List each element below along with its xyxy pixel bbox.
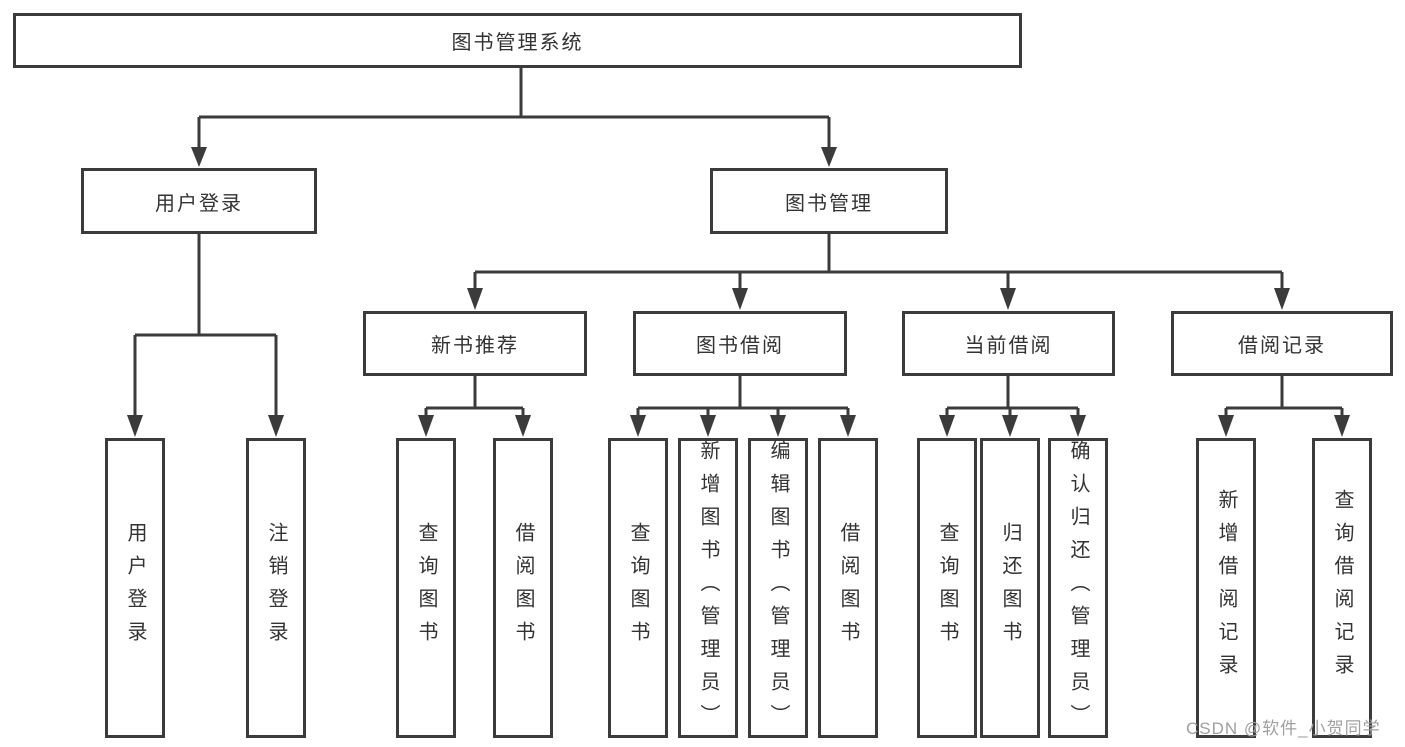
leaf-label: 新增图书（管理员）: [697, 439, 719, 737]
watermark-text: CSDN @软件_小贺同学: [1186, 719, 1381, 738]
leaf-label: 查询图书: [415, 522, 437, 654]
leaf-query-books-recommend: 查询图书: [396, 438, 456, 738]
leaf-label: 查询图书: [936, 522, 958, 654]
leaf-query-books-borrowing: 查询图书: [608, 438, 668, 738]
leaf-label: 借阅图书: [837, 522, 859, 654]
leaf-label: 新增借阅记录: [1215, 489, 1237, 687]
node-book-management: 图书管理: [710, 168, 948, 234]
leaf-logout: 注销登录: [246, 438, 306, 738]
node-label: 图书管理: [785, 192, 873, 215]
leaf-confirm-return-admin: 确认归还（管理员）: [1048, 438, 1108, 738]
leaf-label: 用户登录: [124, 522, 146, 654]
node-label: 图书借阅: [696, 335, 784, 357]
node-borrowing-records: 借阅记录: [1171, 311, 1393, 376]
node-user-login: 用户登录: [81, 168, 317, 234]
leaf-query-books-current: 查询图书: [917, 438, 977, 738]
node-book-borrowing: 图书借阅: [633, 311, 847, 376]
node-label: 借阅记录: [1238, 335, 1326, 357]
leaf-borrow-books-recommend: 借阅图书: [493, 438, 553, 738]
node-book-management-system: 图书管理系统: [13, 13, 1022, 68]
leaf-query-borrow-record: 查询借阅记录: [1312, 438, 1372, 738]
leaf-user-login: 用户登录: [105, 438, 165, 738]
node-current-borrowing: 当前借阅: [902, 311, 1115, 376]
leaf-label: 借阅图书: [512, 522, 534, 654]
leaf-label: 查询图书: [627, 522, 649, 654]
node-label: 图书管理系统: [451, 32, 584, 54]
leaf-label: 归还图书: [999, 522, 1021, 654]
leaf-label: 编辑图书（管理员）: [767, 439, 789, 737]
node-label: 当前借阅: [964, 335, 1053, 357]
leaf-add-book-admin: 新增图书（管理员）: [678, 438, 738, 738]
node-label: 新书推荐: [431, 335, 519, 357]
node-label: 用户登录: [155, 192, 243, 215]
leaf-add-borrow-record: 新增借阅记录: [1196, 438, 1256, 738]
leaf-edit-book-admin: 编辑图书（管理员）: [748, 438, 808, 738]
leaf-label: 注销登录: [265, 522, 287, 654]
leaf-borrow-books: 借阅图书: [818, 438, 878, 738]
leaf-return-book: 归还图书: [980, 438, 1040, 738]
leaf-label: 确认归还（管理员）: [1067, 439, 1089, 737]
leaf-label: 查询借阅记录: [1331, 489, 1353, 687]
node-new-book-recommendation: 新书推荐: [363, 311, 587, 376]
